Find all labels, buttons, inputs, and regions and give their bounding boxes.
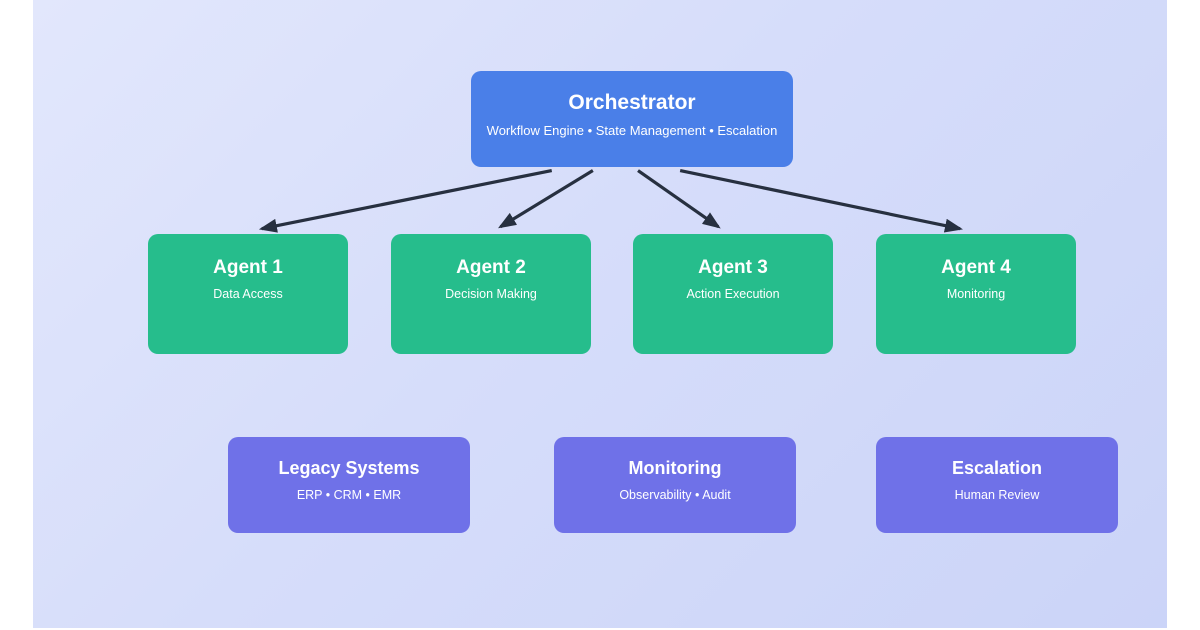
- agent-3-node: Agent 3 Action Execution: [633, 234, 833, 354]
- legacy-systems-title: Legacy Systems: [278, 458, 420, 478]
- arrow-orchestrator-agent4: [679, 168, 963, 233]
- escalation-title: Escalation: [951, 458, 1043, 478]
- agent-1-title: Agent 1: [213, 257, 283, 278]
- monitoring-node: Monitoring Observability • Audit: [554, 437, 796, 533]
- orchestrator-title: Orchestrator: [568, 91, 696, 114]
- escalation-node: Escalation Human Review: [876, 437, 1118, 533]
- agent-4-node: Agent 4 Monitoring: [876, 234, 1076, 354]
- arrow-orchestrator-agent3: [637, 169, 721, 229]
- orchestrator-node: Orchestrator Workflow Engine • State Man…: [471, 71, 793, 167]
- legacy-systems-node: Legacy Systems ERP • CRM • EMR: [228, 437, 470, 533]
- agent-3-subtitle: Action Execution: [686, 287, 780, 301]
- diagram-canvas: Orchestrator Workflow Engine • State Man…: [33, 0, 1167, 628]
- agent-2-subtitle: Decision Making: [445, 287, 537, 301]
- agent-1-subtitle: Data Access: [213, 287, 283, 301]
- agent-2-title: Agent 2: [456, 257, 526, 278]
- agent-4-title: Agent 4: [941, 257, 1011, 278]
- agent-1-node: Agent 1 Data Access: [148, 234, 348, 354]
- legacy-systems-subtitle: ERP • CRM • EMR: [296, 488, 402, 502]
- agent-4-subtitle: Monitoring: [946, 287, 1006, 301]
- agent-2-node: Agent 2 Decision Making: [391, 234, 591, 354]
- arrow-orchestrator-agent2: [498, 169, 594, 229]
- escalation-subtitle: Human Review: [954, 488, 1040, 502]
- monitoring-title: Monitoring: [628, 458, 722, 478]
- orchestrator-subtitle: Workflow Engine • State Management • Esc…: [486, 123, 778, 138]
- agent-3-title: Agent 3: [698, 257, 768, 278]
- monitoring-subtitle: Observability • Audit: [619, 488, 731, 502]
- arrow-orchestrator-agent1: [258, 168, 553, 233]
